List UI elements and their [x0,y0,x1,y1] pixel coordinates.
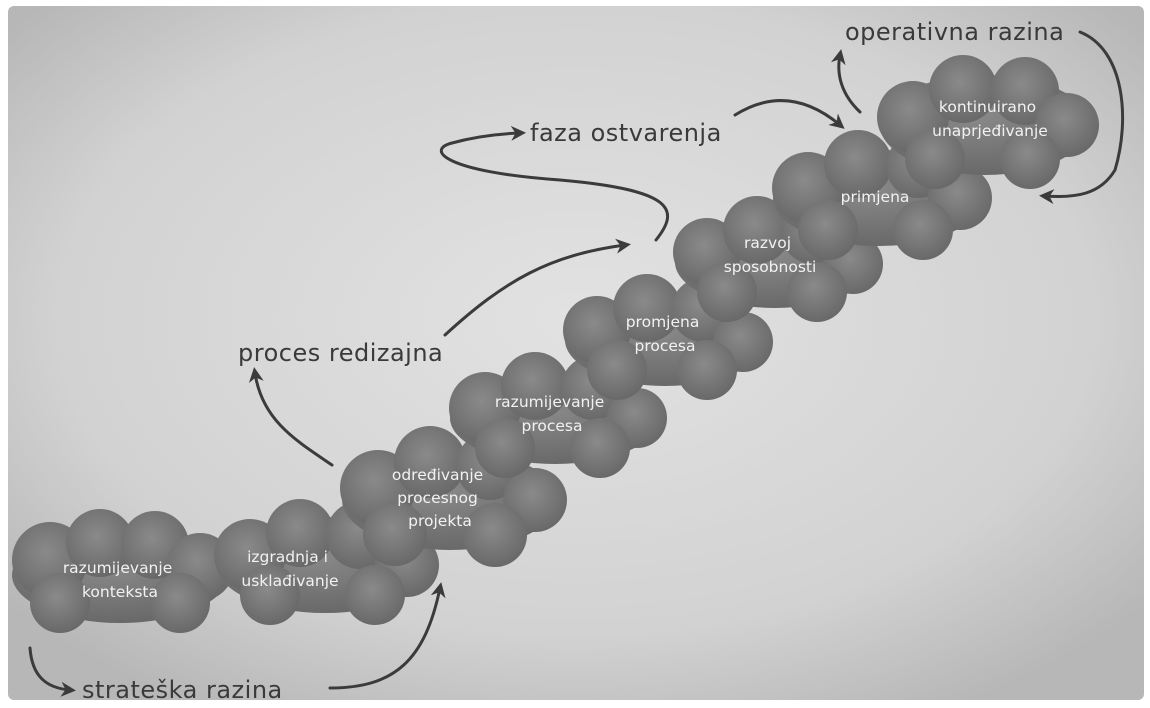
level-label-operativna: operativna razina [845,18,1064,46]
level-label-ostvarenje: faza ostvarenja [530,119,722,147]
level-label-strateska: strateška razina [82,676,283,704]
stage-label: primjena [841,188,910,206]
stage-label-line: procesa [635,337,696,355]
stage-label: kontinuirano unaprjeđivanje [932,98,1048,140]
stage-label-line: usklađivanje [241,572,338,590]
stage-label-line: projekta [408,512,472,530]
stage-label-line: sposobnosti [724,258,817,276]
arrow-ostvarenje-in [439,125,670,242]
flow-arrows [28,30,1125,697]
stage-label-line: procesa [522,417,583,435]
arrow-strateska-in [28,646,76,697]
stage-label-line: promjena [626,313,700,331]
stage-label-line: unaprjeđivanje [932,122,1048,140]
stage-label: određivanje procesnog projekta [392,466,488,530]
stage-cloud [877,55,1099,189]
stage-label: razumijevanje procesa [495,393,609,435]
stage-clouds [12,55,1099,633]
arrow-ostvarenje-out [733,99,845,129]
arrow-strateska-out [328,582,446,690]
stage-label-line: konteksta [82,583,158,601]
stage-label: promjena procesa [626,313,705,355]
stage-label-line: razumijevanje [495,393,604,411]
stage-label-line: procesnog [397,489,478,507]
stage-label-line: razvoj [744,234,791,252]
level-labels: strateška razina proces redizajna faza o… [82,18,1064,704]
arrow-redizajn-in [248,367,334,467]
arrow-operativna-out [1039,30,1125,205]
level-label-redizajn: proces redizajna [238,339,443,367]
stage-label-line: kontinuirano [939,98,1036,116]
arrow-redizajn-out [443,238,631,337]
stage-cloud [12,509,234,633]
stage-label-line: izgradnja i [247,548,328,566]
stage-labels: razumijevanje konteksta izgradnja i uskl… [63,98,1048,601]
arrow-operativna-in [830,49,862,114]
stage-label-line: razumijevanje [63,559,172,577]
stage-label: izgradnja i usklađivanje [241,548,338,590]
stage-label: razvoj sposobnosti [724,234,817,276]
stage-label-line: određivanje [392,466,483,484]
stage-label-line: primjena [841,188,910,206]
stage-label: razumijevanje konteksta [63,559,177,601]
stage-cloud [772,130,992,260]
